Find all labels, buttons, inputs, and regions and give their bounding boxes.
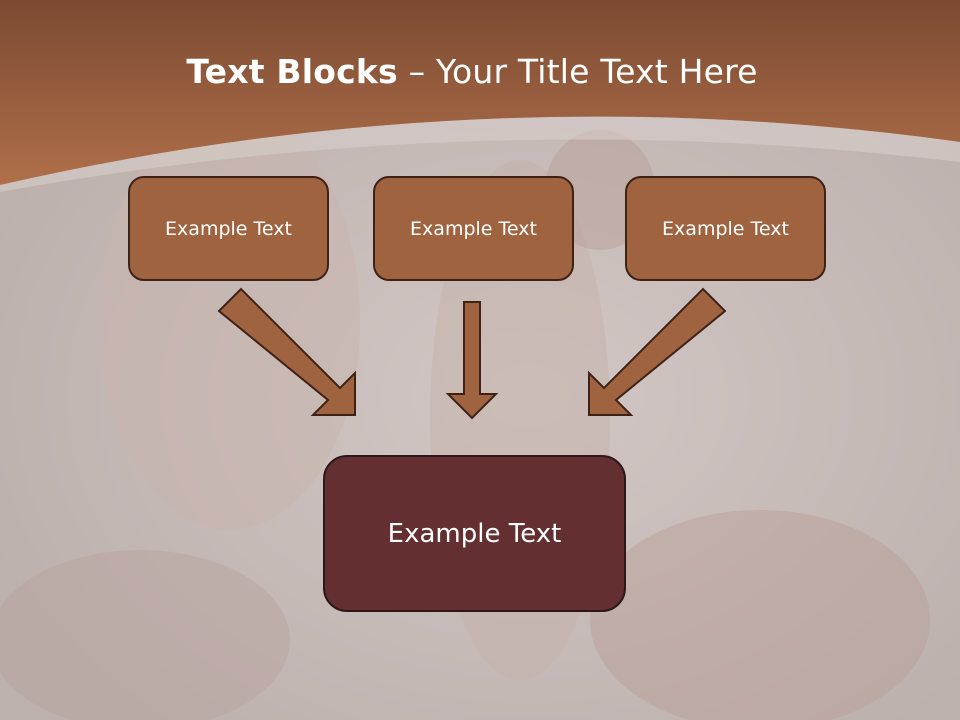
arrow-right — [588, 287, 727, 416]
main-text-block: Example Text — [323, 455, 626, 612]
text-block-1: Example Text — [128, 176, 329, 281]
text-block-1-label: Example Text — [165, 217, 292, 240]
title-bold: Text Blocks — [186, 52, 398, 91]
title-dash: – — [397, 52, 436, 91]
slide-title: Text Blocks – Your Title Text Here — [0, 52, 944, 91]
arrow-center — [445, 301, 499, 420]
text-block-2-label: Example Text — [410, 217, 537, 240]
title-rest: Your Title Text Here — [435, 52, 758, 91]
text-block-3: Example Text — [625, 176, 826, 281]
main-text-block-label: Example Text — [387, 518, 562, 549]
text-block-2: Example Text — [373, 176, 574, 281]
arrow-left — [217, 287, 356, 416]
text-block-3-label: Example Text — [662, 217, 789, 240]
